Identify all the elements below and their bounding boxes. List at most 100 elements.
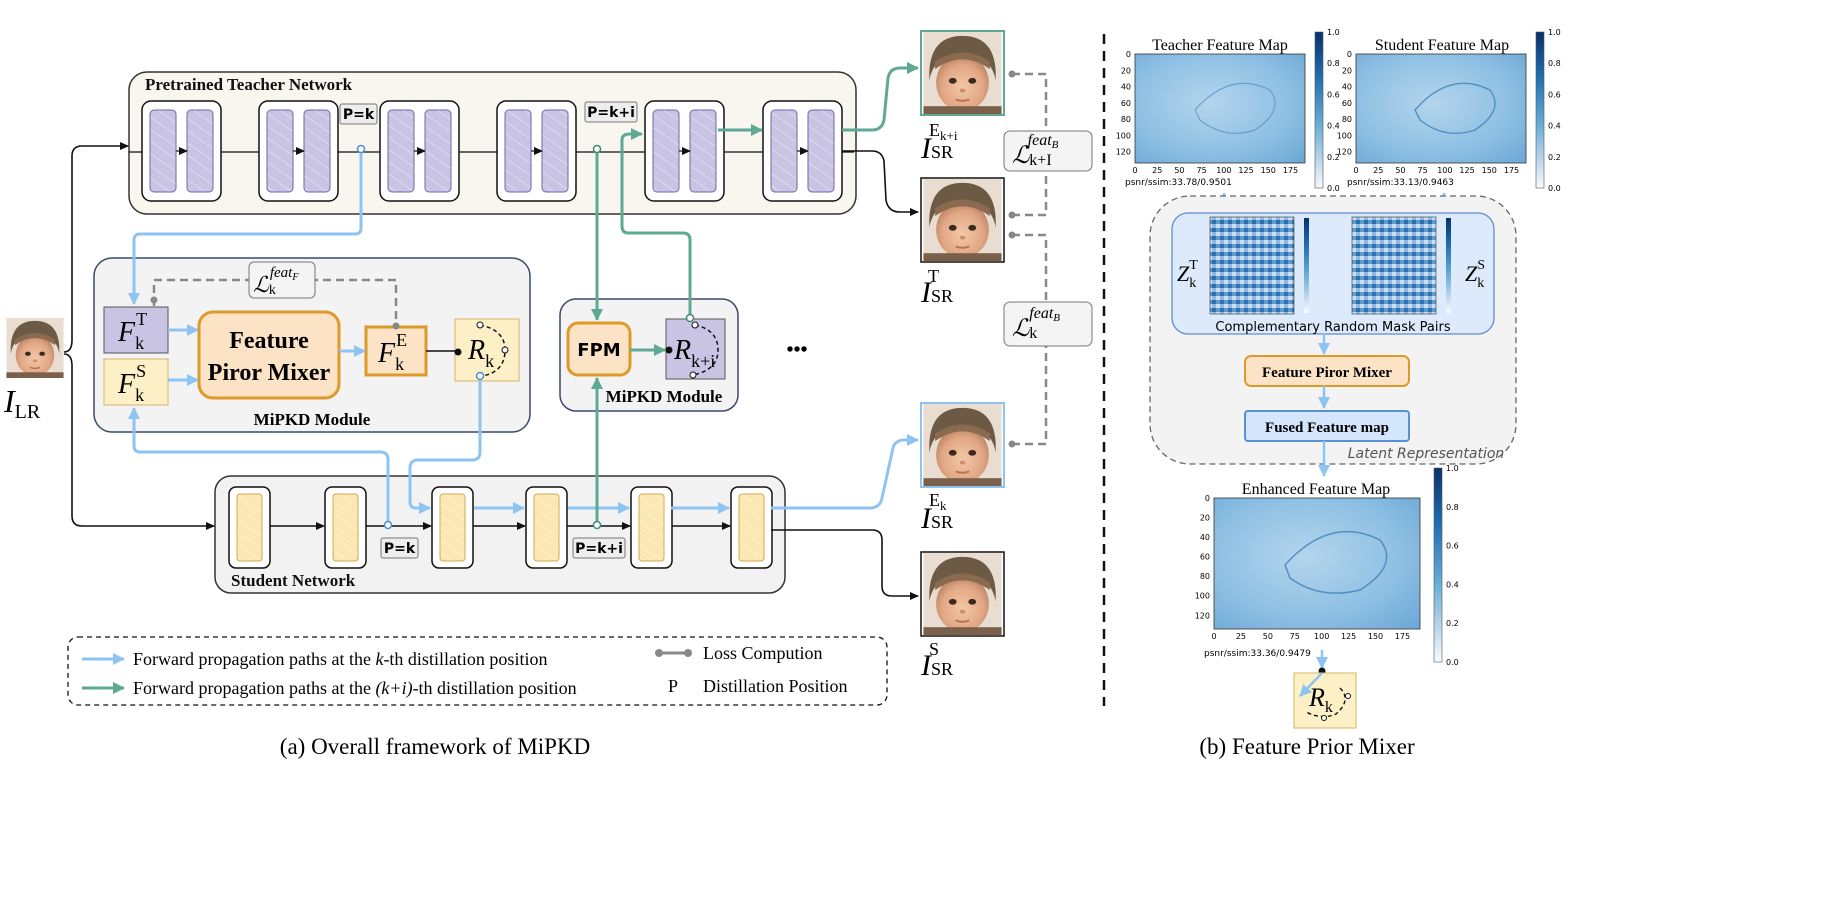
x-tick: 0 [1211, 632, 1216, 641]
x-tick: 0 [1132, 166, 1137, 175]
feature-prior-mixer-line2: Piror Mixer [208, 360, 331, 386]
colorbar-tick: 0.4 [1327, 122, 1340, 131]
teacher-output-label: ISRT [920, 266, 953, 309]
mask-s-label: ZkS [1465, 258, 1485, 291]
x-tick: 75 [1290, 632, 1300, 641]
student-output-image [922, 553, 1003, 635]
y-tick: 20 [1121, 66, 1131, 75]
x-tick: 25 [1236, 632, 1246, 641]
x-tick: 25 [1152, 166, 1162, 175]
y-tick: 80 [1200, 572, 1210, 581]
feature-piror-mixer-box-b [1244, 355, 1410, 387]
colorbar-tick: 0.0 [1548, 184, 1561, 193]
feature-prior-mixer-line1: Feature [229, 328, 309, 354]
x-tick: 50 [1395, 166, 1405, 175]
colorbar-tick: 0.6 [1327, 90, 1340, 99]
colorbar-tick: 0.8 [1548, 59, 1561, 68]
colorbar-tick: 0.6 [1548, 90, 1561, 99]
teacher-block [141, 100, 222, 202]
colorbar-tick: 1.0 [1446, 464, 1459, 473]
input-image [6, 318, 64, 378]
svg-text:P=k: P=k [384, 541, 416, 557]
svg-text:ℒkfeatB: ℒkfeatB [1012, 305, 1060, 342]
y-tick: 120 [1337, 148, 1352, 157]
y-tick: 60 [1200, 553, 1210, 562]
y-tick: 0 [1126, 50, 1131, 59]
x-tick: 125 [1341, 632, 1356, 641]
svg-text:P=k: P=k [343, 107, 375, 123]
legend-loss: Loss Compution [703, 643, 823, 663]
loss-feat-f-box [248, 261, 316, 299]
teacher-block [379, 100, 460, 202]
svg-text:FkS: FkS [117, 361, 146, 405]
y-tick: 0 [1347, 50, 1352, 59]
student-enhanced-output-image [922, 404, 1003, 486]
student-p-label-k-plus-i: P=k+i [572, 537, 626, 559]
latent-representation-label: Latent Representation [1348, 446, 1505, 462]
svg-text:Enhanced Feature Map: Enhanced Feature Map [1242, 481, 1390, 498]
y-tick: 0 [1205, 494, 1210, 503]
svg-text:FkT: FkT [117, 309, 147, 353]
x-tick: 25 [1373, 166, 1383, 175]
colorbar-tick: 0.0 [1446, 658, 1459, 667]
teacher-network-title: Pretrained Teacher Network [145, 75, 353, 94]
x-tick: 175 [1283, 166, 1298, 175]
x-tick: 125 [1459, 166, 1474, 175]
svg-text:psnr/ssim:33.78/0.9501: psnr/ssim:33.78/0.9501 [1125, 178, 1232, 188]
colorbar-tick: 1.0 [1327, 28, 1340, 37]
x-tick: 50 [1174, 166, 1184, 175]
colorbar-tick: 0.2 [1446, 619, 1459, 628]
y-tick: 120 [1116, 148, 1131, 157]
x-tick: 75 [1418, 166, 1428, 175]
svg-text:FkE: FkE [377, 330, 407, 374]
teacher-block [496, 100, 577, 202]
colorbar-tick: 0.8 [1327, 59, 1340, 68]
x-tick: 75 [1197, 166, 1207, 175]
mask-s-image [1351, 216, 1437, 315]
y-tick: 100 [1195, 592, 1210, 601]
mipkd-module-1-title: MiPKD Module [254, 410, 371, 429]
student-block [730, 486, 773, 569]
svg-text:psnr/ssim:33.36/0.9479: psnr/ssim:33.36/0.9479 [1204, 649, 1311, 659]
x-tick: 150 [1368, 632, 1383, 641]
student-feature-box [103, 358, 169, 406]
legend-p-symbol: P [668, 676, 678, 696]
x-tick: 150 [1482, 166, 1497, 175]
router-k-plus-i-box [665, 318, 726, 380]
x-tick: 0 [1353, 166, 1358, 175]
x-tick: 150 [1261, 166, 1276, 175]
mask-t-image [1209, 216, 1295, 315]
y-tick: 20 [1342, 66, 1352, 75]
loss-feat-b-k-box [1003, 301, 1093, 347]
teacher-p-label-k-plus-i: P=k+i [584, 101, 638, 123]
mipkd-module-2-title: MiPKD Module [606, 387, 723, 406]
x-tick: 175 [1504, 166, 1519, 175]
legend-blue-path: Forward propagation paths at the k-th di… [133, 649, 547, 669]
student-block [228, 486, 271, 569]
x-tick: 125 [1238, 166, 1253, 175]
teacher-feature-box [103, 306, 169, 354]
svg-text:Teacher Feature Map: Teacher Feature Map [1152, 37, 1288, 54]
colorbar-tick: 0.8 [1446, 503, 1459, 512]
x-tick: 100 [1216, 166, 1231, 175]
y-tick: 40 [1200, 533, 1210, 542]
colorbar-tick: 0.2 [1548, 153, 1561, 162]
x-tick: 100 [1314, 632, 1329, 641]
fused-feature-map-box [1244, 410, 1410, 442]
student-block [324, 486, 367, 569]
colorbar-tick: 0.6 [1446, 542, 1459, 551]
fused-feature-map-label: Fused Feature map [1265, 420, 1389, 436]
caption-a: (a) Overall framework of MiPKD [280, 734, 590, 759]
svg-text:Student Feature Map: Student Feature Map [1375, 37, 1509, 54]
teacher-block [644, 100, 725, 202]
svg-text:Rk: Rk [467, 335, 494, 371]
x-tick: 175 [1395, 632, 1410, 641]
y-tick: 60 [1342, 99, 1352, 108]
svg-text:P=k+i: P=k+i [575, 541, 623, 557]
ellipsis: ••• [786, 339, 807, 361]
teacher-block [258, 100, 339, 202]
